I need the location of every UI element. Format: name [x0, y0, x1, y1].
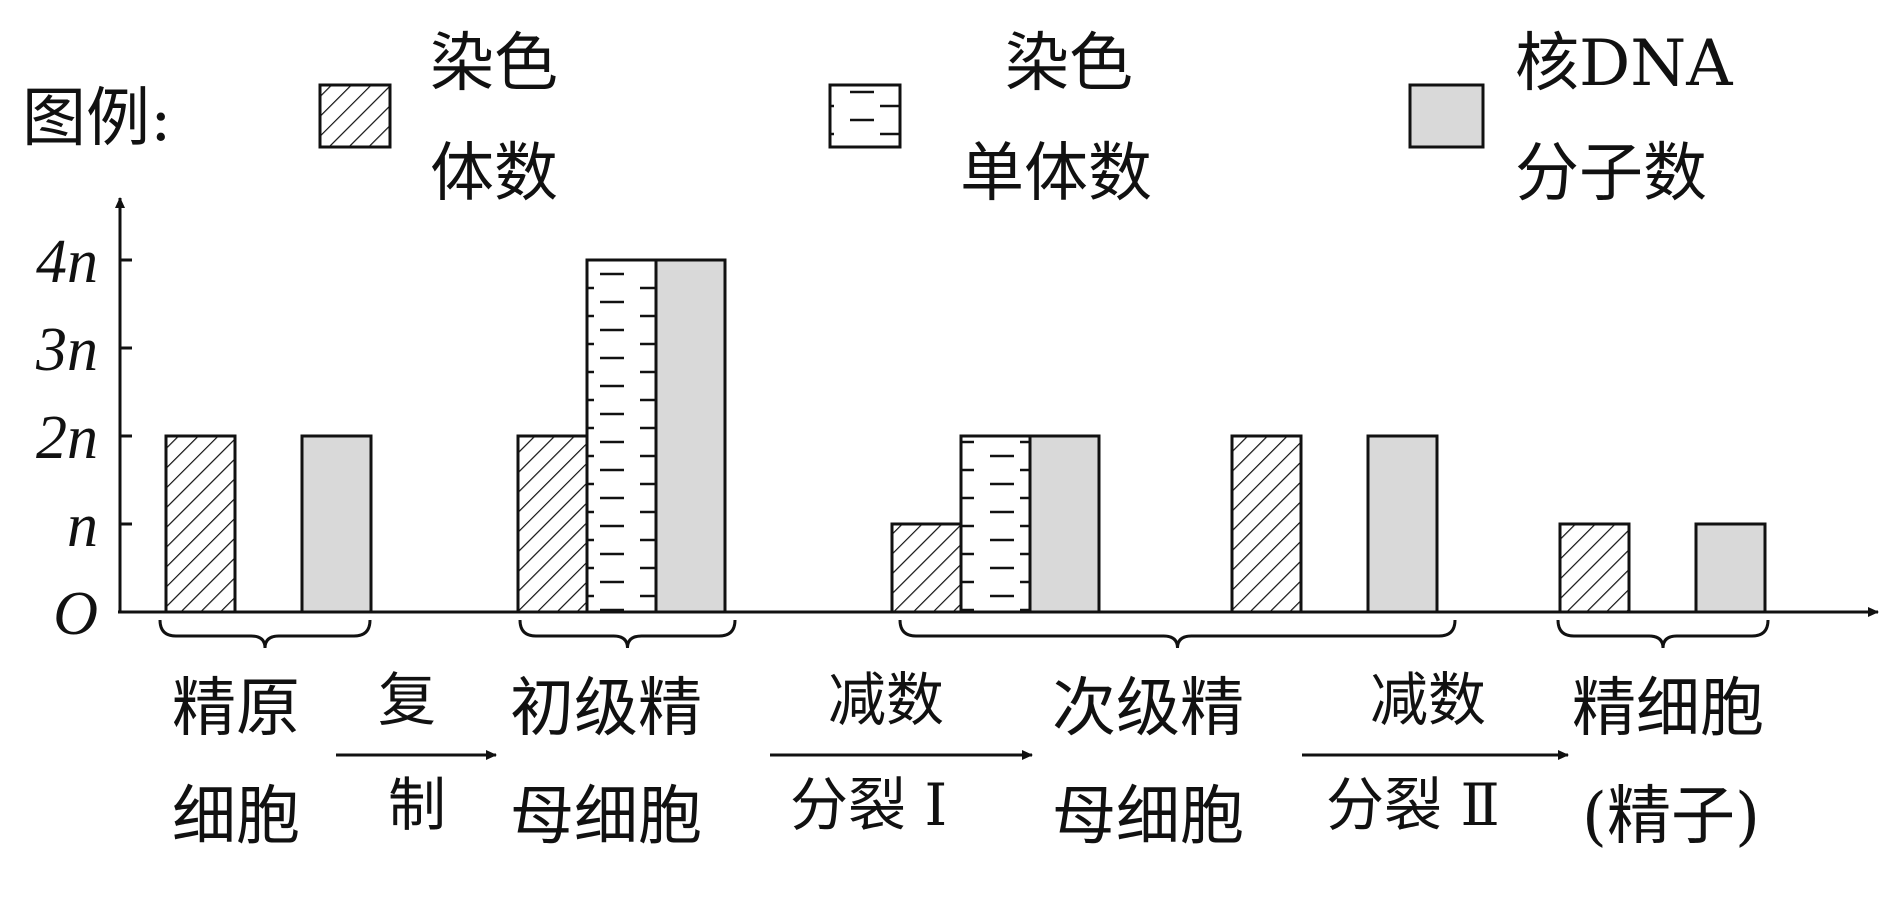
y-tick-label: 4n [36, 228, 98, 296]
category-label-spermatogonium-line1: 精原 [172, 672, 300, 746]
transition-meiosis1-line1: 减数 [828, 666, 944, 734]
category-label-secondary-spermatocyte-line1: 次级精 [1052, 672, 1244, 746]
bars [164, 258, 1767, 614]
category-label-secondary-spermatocyte-line2: 母细胞 [1052, 780, 1244, 854]
category-braces [158, 619, 1770, 649]
bar-dna [1028, 434, 1101, 614]
y-tick-label: n [67, 492, 98, 560]
legend-label-chromatid-line2: 单体数 [960, 137, 1152, 211]
legend-swatch-chromosome [318, 83, 392, 149]
legend-label-dna-line2: 分子数 [1515, 137, 1707, 211]
bar-chromosome [1230, 434, 1303, 614]
legend-title: 图例: [22, 82, 172, 156]
bar-dna [1694, 522, 1767, 614]
legend-label-chromosome-line2: 体数 [430, 137, 558, 211]
bar-chromosome [890, 522, 963, 614]
category-brace [898, 619, 1457, 649]
transitions: 复 制 减数 分裂 Ⅰ 减数 分裂 Ⅱ [336, 666, 1569, 839]
bar-chromosome [516, 434, 589, 614]
category-label-primary-spermatocyte-line2: 母细胞 [510, 780, 702, 854]
category-labels: 精原 细胞 初级精 母细胞 次级精 母细胞 精细胞 (精子) [172, 672, 1764, 854]
y-tick-label: O [53, 580, 98, 648]
bar-chromosome [164, 434, 237, 614]
y-ticks: On 2n 3n 4n [35, 228, 132, 648]
legend-swatch-chromatid [828, 83, 902, 149]
bar-chromatid [959, 434, 1032, 614]
legend-label-chromatid-line1: 染色 [1005, 27, 1133, 101]
category-brace [1556, 619, 1770, 649]
legend-label-dna-line1: 核DNA [1515, 27, 1733, 101]
legend-label-chromosome-line1: 染色 [430, 27, 558, 101]
transition-meiosis2-line2: 分裂 Ⅱ [1326, 771, 1500, 839]
category-label-spermatid-line1: 精细胞 [1572, 672, 1764, 746]
category-label-primary-spermatocyte-line1: 初级精 [510, 672, 702, 746]
bar-dna [300, 434, 373, 614]
y-tick-label: 3n [35, 316, 98, 384]
category-label-spermatid-line2: (精子) [1582, 780, 1760, 854]
transition-replication-line2: 制 [388, 771, 446, 839]
bar-chromosome [1558, 522, 1631, 614]
bar-chromatid [585, 258, 658, 614]
legend-swatch-dna [1408, 83, 1485, 149]
transition-meiosis1-line2: 分裂 Ⅰ [790, 771, 947, 839]
bar-dna [654, 258, 727, 614]
category-brace [518, 619, 737, 649]
transition-meiosis2-line1: 减数 [1370, 666, 1486, 734]
legend: 图例: 染色 体数 染色 单体数 核DNA 分子数 [22, 27, 1733, 211]
category-label-spermatogonium-line2: 细胞 [172, 780, 300, 854]
y-tick-label: 2n [36, 404, 98, 472]
bar-dna [1366, 434, 1439, 614]
transition-replication-line1: 复 [378, 666, 436, 734]
category-brace [158, 619, 372, 649]
